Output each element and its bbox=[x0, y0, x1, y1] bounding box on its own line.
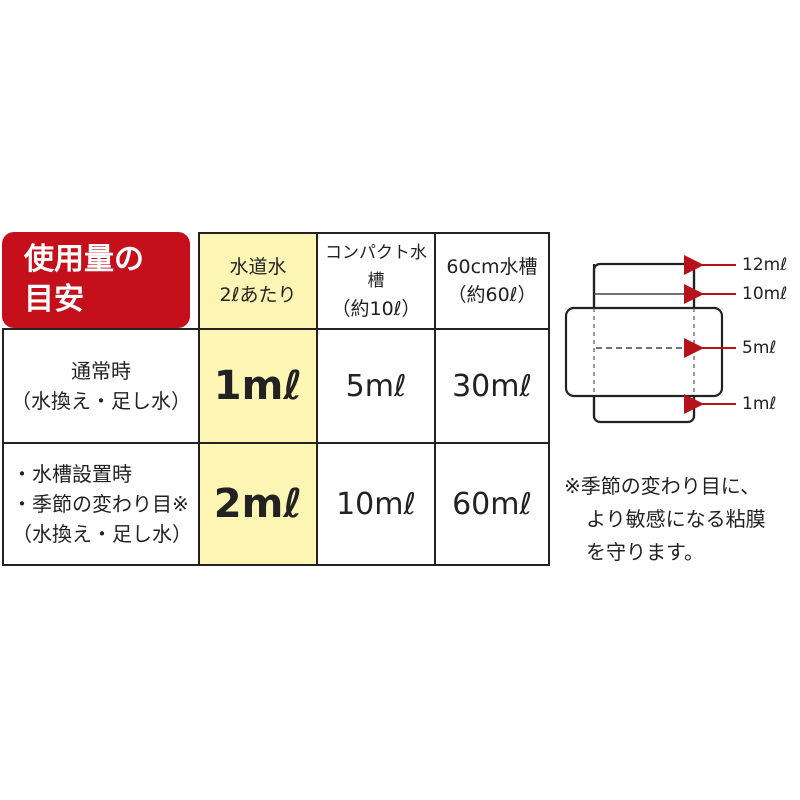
label-5ml: 5mℓ bbox=[742, 338, 777, 358]
header-compact-line2: （約10ℓ） bbox=[331, 298, 421, 320]
wide-container-shape bbox=[564, 306, 724, 398]
note-line2: より敏感になる粘膜 bbox=[586, 507, 766, 531]
value-setup-tap: 2mℓ bbox=[213, 481, 303, 527]
row-setup-line1: ・水槽設置時 bbox=[12, 462, 132, 486]
row-normal-compact-value: 5mℓ bbox=[316, 328, 436, 444]
header-compact-tank: コンパクト水槽 （約10ℓ） bbox=[316, 232, 436, 330]
row-normal-tap-value: 1mℓ bbox=[198, 328, 318, 444]
header-60cm-line2: （約60ℓ） bbox=[447, 284, 537, 306]
row-normal-60cm-value: 30mℓ bbox=[434, 328, 550, 444]
value-setup-compact: 10mℓ bbox=[336, 486, 416, 522]
title-line1: 使用量の bbox=[24, 242, 144, 277]
label-12ml: 12mℓ bbox=[742, 255, 788, 275]
header-60cm-tank: 60cm水槽 （約60ℓ） bbox=[434, 232, 550, 330]
dosage-diagram-svg bbox=[564, 255, 736, 424]
header-compact-line1: コンパクト水槽 bbox=[325, 243, 427, 291]
row-setup-line3: （水換え・足し水） bbox=[12, 522, 192, 546]
header-tap-water-line2: 2ℓあたり bbox=[219, 284, 297, 306]
value-setup-60cm: 60mℓ bbox=[452, 486, 532, 522]
label-1ml: 1mℓ bbox=[742, 394, 777, 414]
seasonal-note: ※季節の変わり目に、 より敏感になる粘膜 を守ります。 bbox=[564, 470, 766, 569]
row-normal-line1: 通常時 bbox=[71, 359, 131, 383]
row-setup-line2: ・季節の変わり目※ bbox=[12, 492, 189, 516]
usage-title-badge: 使用量の 目安 bbox=[2, 232, 190, 328]
value-normal-tap: 1mℓ bbox=[213, 363, 303, 409]
row-setup-tap-value: 2mℓ bbox=[198, 442, 318, 566]
value-normal-compact: 5mℓ bbox=[345, 368, 407, 404]
header-tap-water-line1: 水道水 bbox=[229, 256, 287, 278]
row-normal-label: 通常時 （水換え・足し水） bbox=[2, 328, 200, 444]
header-tap-water: 水道水 2ℓあたり bbox=[198, 232, 318, 330]
title-line2: 目安 bbox=[24, 282, 84, 317]
row-setup-label: ・水槽設置時 ・季節の変わり目※ （水換え・足し水） bbox=[2, 442, 200, 566]
label-10ml: 10mℓ bbox=[742, 284, 788, 304]
row-setup-compact-value: 10mℓ bbox=[316, 442, 436, 566]
dosage-diagram: 12mℓ 10mℓ 5mℓ 1mℓ bbox=[556, 248, 800, 438]
row-normal-line2: （水換え・足し水） bbox=[11, 389, 191, 413]
usage-table: 使用量の 目安 水道水 2ℓあたり コンパクト水槽 （約10ℓ） 60cm水槽 … bbox=[2, 232, 550, 566]
note-line3: を守ります。 bbox=[586, 540, 704, 564]
value-normal-60cm: 30mℓ bbox=[452, 368, 532, 404]
note-line1: ※季節の変わり目に、 bbox=[564, 474, 761, 498]
row-setup-60cm-value: 60mℓ bbox=[434, 442, 550, 566]
header-60cm-line1: 60cm水槽 bbox=[446, 256, 538, 278]
